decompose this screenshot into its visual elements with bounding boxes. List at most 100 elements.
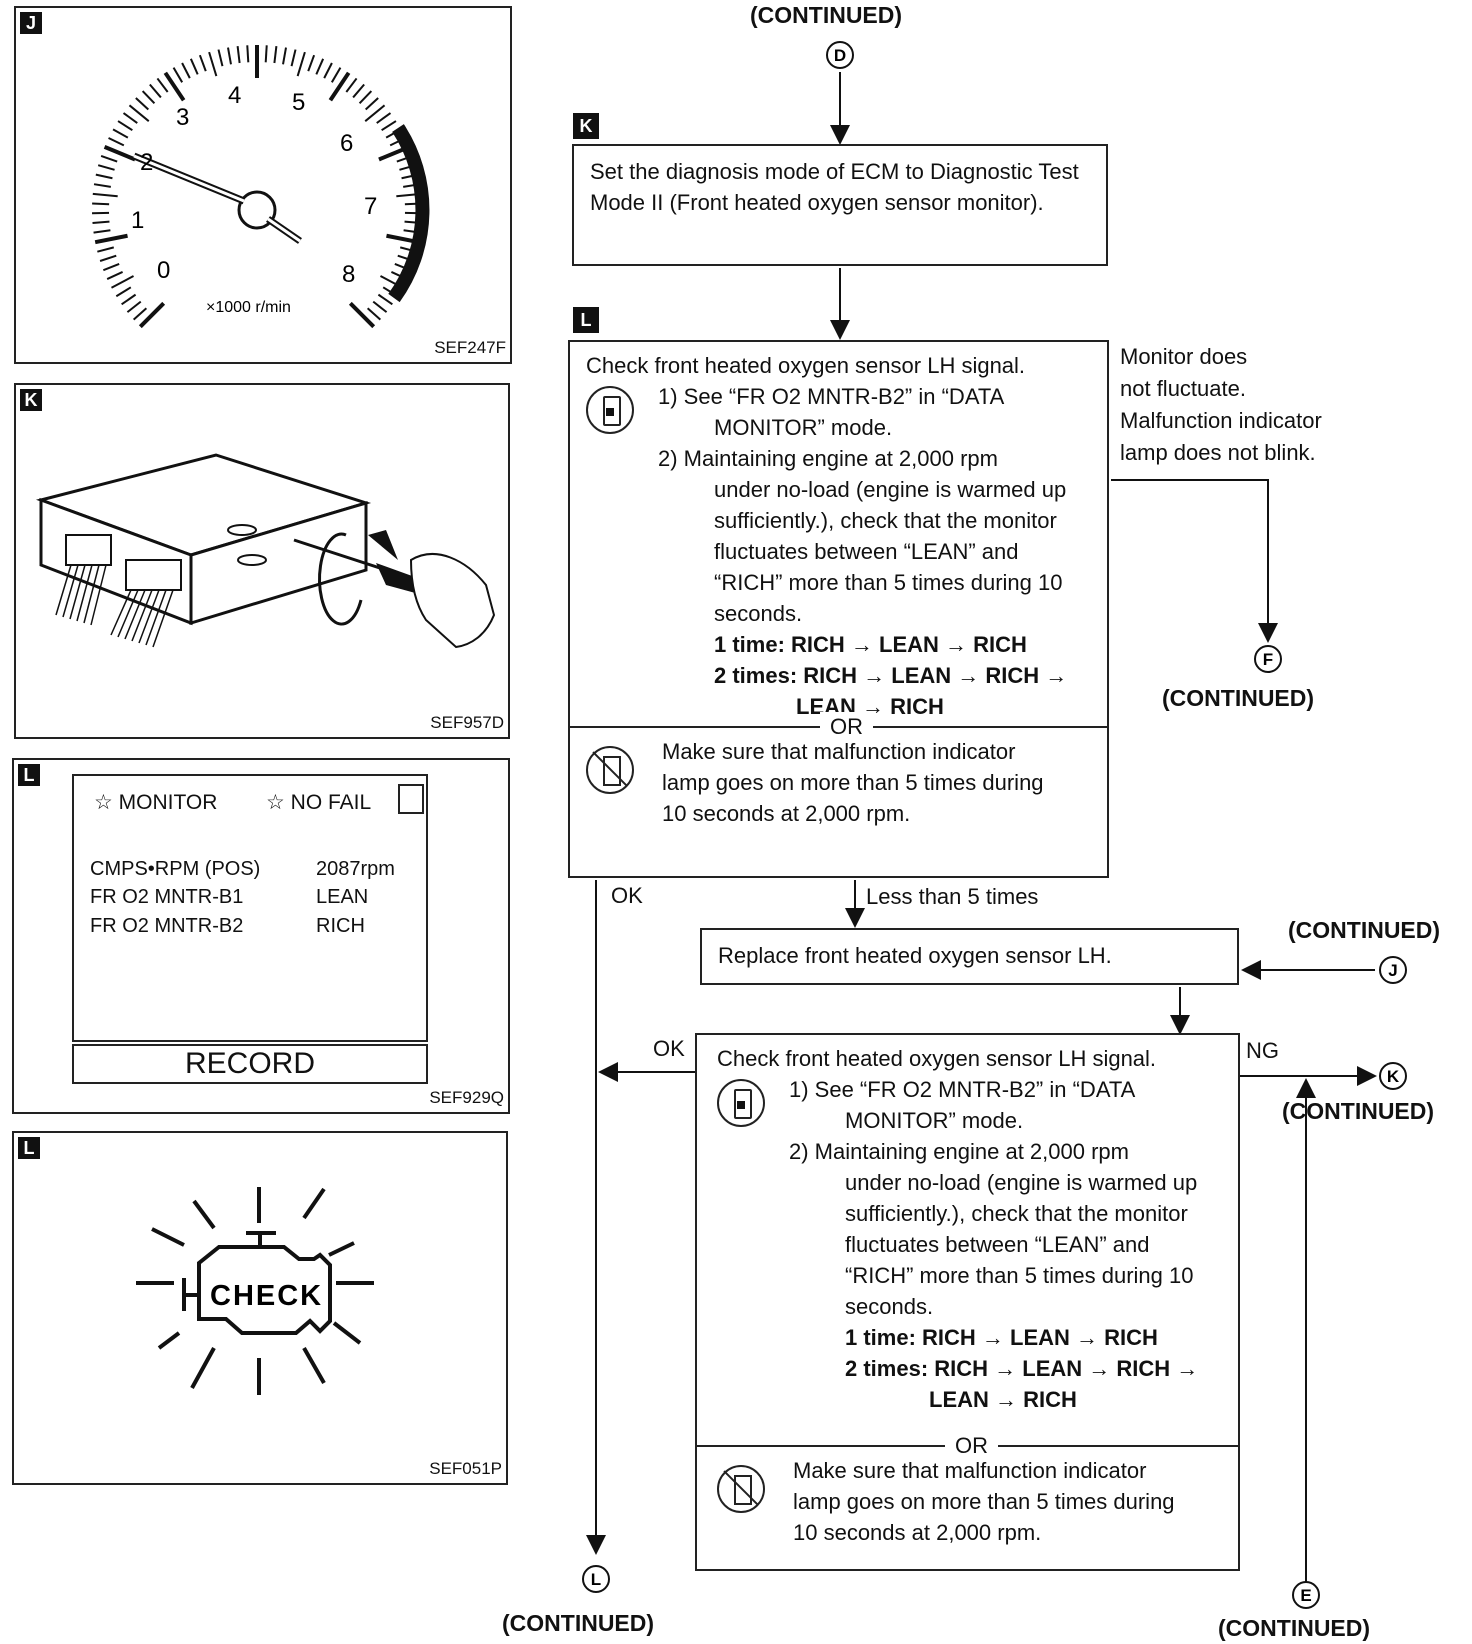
continued-top: (CONTINUED): [750, 2, 903, 28]
gauge-tick: [315, 58, 325, 75]
step-2-cont: seconds.: [845, 1294, 934, 1319]
gauge-tick: [264, 45, 268, 63]
time-1: 1 time: RICH → LEAN → RICH: [714, 632, 1027, 657]
gauge-tick: [198, 54, 207, 72]
ecm-illustration: [35, 453, 496, 649]
gauge-label-0: 0: [157, 257, 170, 284]
connector-j: J: [1388, 961, 1397, 980]
gauge-tick: [117, 120, 133, 132]
panel-tag: K: [20, 389, 42, 411]
mil-line: lamp goes on more than 5 times during: [662, 770, 1044, 795]
time-2: 2 times: RICH → LEAN → RICH →: [714, 663, 1068, 688]
mil-text: Make sure that malfunction indicator lam…: [662, 736, 1044, 829]
gauge-tick: [307, 54, 316, 72]
step-2-cont: fluctuates between “LEAN” and: [845, 1232, 1150, 1257]
gauge-tick: [273, 46, 278, 64]
connector-f: F: [1263, 650, 1273, 669]
step-2-cont: seconds.: [714, 601, 803, 626]
connector-e: E: [1300, 1586, 1311, 1605]
side-note-line: Monitor does: [1120, 344, 1248, 369]
step-2-cont: “RICH” more than 5 times during 10: [714, 570, 1063, 595]
gauge-tick: [92, 192, 118, 198]
no-tool-icon: [717, 1465, 765, 1513]
gauge-tick: [163, 71, 186, 102]
check-label: CHECK: [210, 1280, 323, 1312]
gauge-tick: [181, 62, 191, 79]
tachometer-gauge: 0 1 2 3 4 5 6 7 8 ×1000 r/min: [92, 45, 430, 329]
replace-text: Replace front heated oxygen sensor LH.: [718, 943, 1112, 968]
gauge-tick: [377, 293, 393, 306]
gauge-tick: [358, 90, 373, 105]
step-box-recheck-sensor: Check front heated oxygen sensor LH sign…: [695, 1033, 1240, 1571]
consult-tool-icon: [586, 386, 634, 434]
gauge-tick: [132, 307, 148, 321]
gauge-tick: [92, 220, 110, 224]
step-2-cont: fluctuates between “LEAN” and: [714, 539, 1019, 564]
checkbox: [398, 784, 424, 814]
gauge-tick: [93, 229, 111, 234]
step-1: 1) See “FR O2 MNTR-B2” in “DATA: [789, 1077, 1136, 1102]
step-1-cont: MONITOR” mode.: [845, 1108, 1024, 1133]
gauge-tick: [97, 164, 115, 171]
figure-code: SEF247F: [434, 338, 506, 357]
ok-label-2: OK: [653, 1036, 685, 1061]
monitor-row-name: FR O2 MNTR-B1: [90, 886, 244, 908]
side-note-line: Malfunction indicator: [1120, 408, 1322, 433]
mil-line: Make sure that malfunction indicator: [662, 739, 1016, 764]
gauge-tick: [172, 67, 184, 83]
gauge-label-1: 1: [131, 207, 144, 234]
side-note: Monitor does not fluctuate. Malfunction …: [1120, 341, 1322, 469]
gauge-label-7: 7: [364, 193, 377, 220]
gauge-label-5: 5: [292, 89, 305, 116]
connector-d: D: [834, 46, 846, 65]
gauge-label-3: 3: [176, 104, 189, 131]
gauge-tick: [189, 58, 199, 75]
ok-label-1: OK: [611, 883, 643, 908]
gauge-tick: [141, 90, 156, 105]
monitor-screen: ☆ MONITOR ☆ NO FAIL CMPS•RPM (POS) 2087r…: [72, 774, 428, 1042]
step-1: 1) See “FR O2 MNTR-B2” in “DATA: [658, 384, 1005, 409]
or-label: OR: [945, 1431, 998, 1461]
gauge-tick: [345, 77, 358, 93]
figure-code: SEF929Q: [429, 1088, 504, 1107]
gauge-tick: [330, 67, 342, 83]
gauge-tick: [138, 301, 166, 329]
mil-line: Make sure that malfunction indicator: [793, 1458, 1147, 1483]
mil-text: Make sure that malfunction indicator lam…: [793, 1455, 1175, 1548]
gauge-tick: [365, 97, 379, 111]
box-tag-k: K: [573, 113, 599, 139]
monitor-heading: ☆ MONITOR: [94, 791, 218, 814]
gauge-tick: [126, 300, 142, 313]
gauge-tick: [135, 97, 149, 111]
gauge-tick: [208, 51, 218, 77]
continued-j: (CONTINUED): [1288, 917, 1441, 943]
gauge-tick: [106, 271, 124, 280]
gauge-tick: [93, 183, 111, 188]
gauge-tick: [121, 293, 137, 306]
gauge-tick: [99, 254, 117, 262]
check-engine-icon: CHECK: [136, 1187, 374, 1395]
step-2-cont: under no-load (engine is warmed up: [714, 477, 1067, 502]
check-title: Check front heated oxygen sensor LH sign…: [586, 353, 1026, 378]
gauge-tick: [364, 104, 386, 122]
monitor-row-value: RICH: [316, 915, 365, 937]
gauge-label-6: 6: [340, 130, 353, 157]
step-2-cont: sufficiently.), check that the monitor: [845, 1201, 1188, 1226]
gauge-tick: [246, 45, 250, 63]
step-2: 2) Maintaining engine at 2,000 rpm: [658, 446, 998, 471]
gauge-unit: ×1000 r/min: [206, 299, 291, 316]
mil-line: 10 seconds at 2,000 rpm.: [793, 1520, 1042, 1545]
less-than-5-label: Less than 5 times: [866, 884, 1039, 909]
step-box-diagnostic-mode: Set the diagnosis mode of ECM to Diagnos…: [572, 144, 1108, 266]
ng-label: NG: [1246, 1038, 1279, 1063]
gauge-tick: [149, 83, 162, 99]
gauge-tick: [366, 307, 382, 321]
monitor-row-name: FR O2 MNTR-B2: [90, 915, 244, 937]
gauge-tick: [227, 47, 232, 65]
connector-k: K: [1387, 1067, 1400, 1086]
mil-line: lamp goes on more than 5 times during: [793, 1489, 1175, 1514]
gauge-tick: [381, 120, 397, 132]
continued-f: (CONTINUED): [1162, 685, 1315, 711]
figure-code: SEF957D: [430, 713, 504, 732]
